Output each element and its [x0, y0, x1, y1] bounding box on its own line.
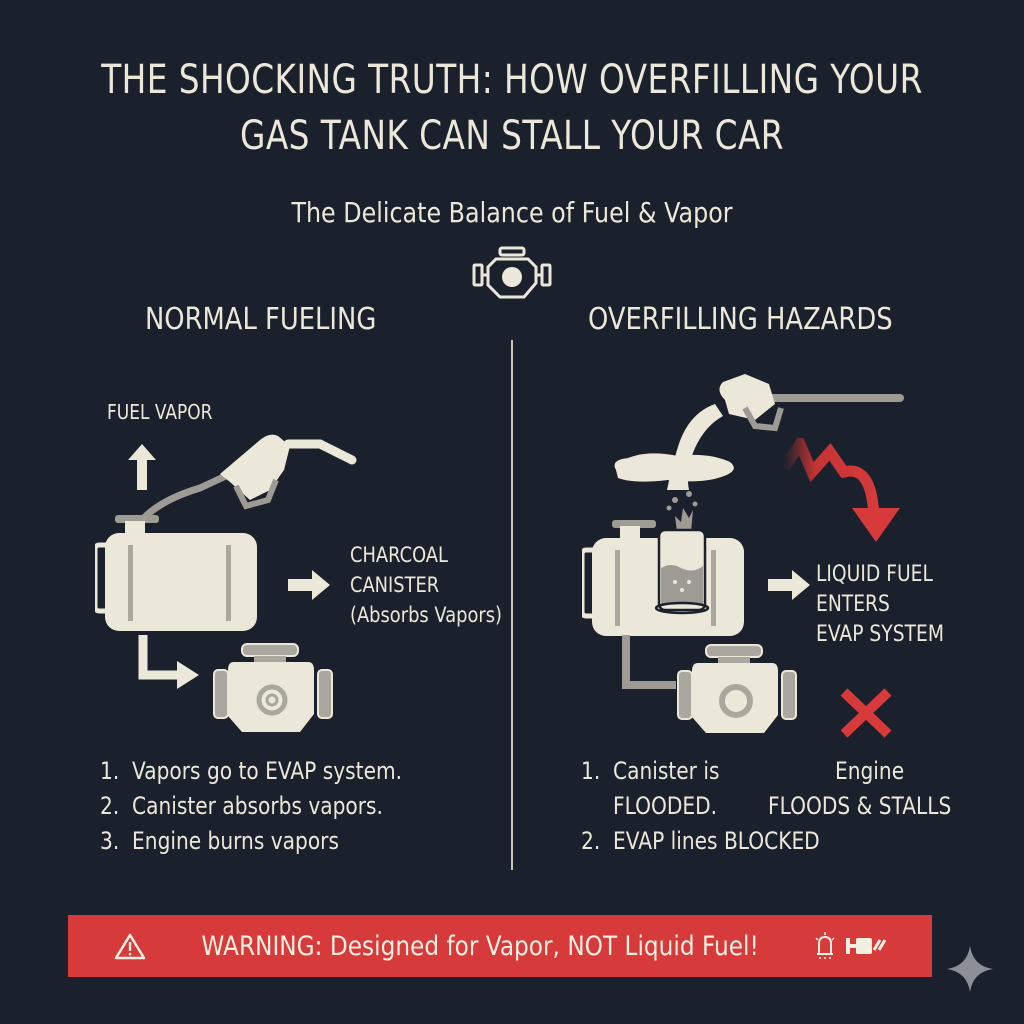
- fuel-tank-icon: [95, 515, 275, 635]
- engine-result-label: Engine: [835, 754, 904, 789]
- normal-steps-list: 1. Vapors go to EVAP system. 2. Canister…: [100, 754, 402, 859]
- elbow-arrow-icon: [135, 635, 205, 695]
- liquid-fuel-label: LIQUID FUEL ENTERS EVAP SYSTEM: [816, 560, 944, 650]
- canister-label-line-2: CANISTER: [350, 573, 440, 597]
- engine-icon: [212, 642, 336, 732]
- list-item: FLOODED.: [581, 792, 718, 820]
- list-item: 3. Engine burns vapors: [100, 827, 339, 855]
- red-x-icon: [838, 688, 894, 738]
- canister-label-line-3: (Absorbs Vapors): [350, 603, 502, 627]
- warning-text: WARNING: Designed for Vapor, NOT Liquid …: [201, 930, 759, 962]
- liquid-label-line-3: EVAP SYSTEM: [816, 622, 944, 647]
- right-arrow-icon: [768, 568, 812, 602]
- warning-banner: WARNING: Designed for Vapor, NOT Liquid …: [68, 915, 932, 977]
- liquid-label-line-1: LIQUID FUEL: [816, 562, 933, 587]
- evap-line-icon: [618, 635, 678, 695]
- page-title: THE SHOCKING TRUTH: HOW OVERFILLING YOUR…: [101, 57, 923, 159]
- overfill-steps-list: 1. Canister is FLOODED. 2. EVAP lines BL…: [581, 754, 820, 859]
- alarm-light-icon: [814, 932, 836, 960]
- engine-icon: [472, 245, 552, 301]
- warning-triangle-icon: [114, 932, 146, 960]
- engine-result-label-2: FLOODS & STALLS: [768, 789, 951, 824]
- section-heading-normal: NORMAL FUELING: [145, 302, 377, 337]
- engine-plug-icon: [846, 934, 887, 958]
- engine-result-line-2: FLOODS & STALLS: [768, 792, 952, 820]
- page-subtitle: The Delicate Balance of Fuel & Vapor: [291, 196, 733, 229]
- liquid-label-line-2: ENTERS: [816, 592, 890, 617]
- center-divider: [511, 340, 513, 870]
- section-heading-overfill: OVERFILLING HAZARDS: [588, 302, 893, 337]
- engine-result-line-1: Engine: [835, 757, 905, 785]
- flooded-canister-icon: [655, 488, 711, 618]
- fuel-nozzle-spill-icon: [615, 370, 905, 500]
- zigzag-down-arrow-icon: [778, 438, 908, 548]
- list-item: 2. EVAP lines BLOCKED: [581, 827, 820, 855]
- up-arrow-icon: [126, 442, 158, 492]
- fuel-vapor-label: FUEL VAPOR: [107, 400, 213, 424]
- list-item: 1. Canister is: [581, 757, 720, 785]
- sparkle-icon: [945, 944, 995, 994]
- charcoal-canister-label: CHARCOAL CANISTER (Absorbs Vapors): [350, 540, 502, 630]
- canister-label-line-1: CHARCOAL: [350, 543, 448, 567]
- list-item: 1. Vapors go to EVAP system.: [100, 757, 403, 785]
- fuel-puddle-icon: [608, 448, 738, 488]
- right-arrow-icon: [288, 568, 332, 602]
- engine-icon: [676, 643, 800, 733]
- list-item: 2. Canister absorbs vapors.: [100, 792, 383, 820]
